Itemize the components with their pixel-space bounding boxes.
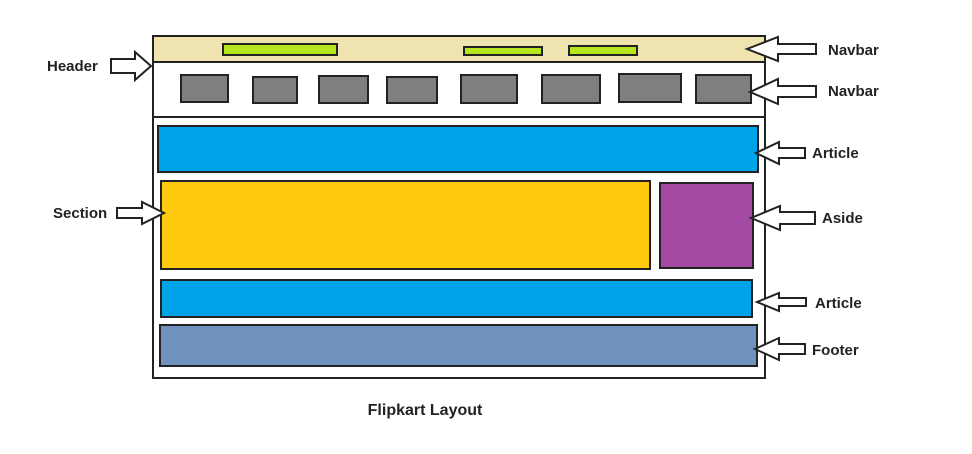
navbar-item [618, 73, 682, 103]
arrow-left-icon [747, 77, 817, 106]
navbar-top-item [463, 46, 543, 56]
navbar-item [695, 74, 752, 104]
navbar-divider [152, 116, 766, 118]
footer-block [159, 324, 758, 367]
navbar-item [318, 75, 369, 104]
label-header: Header [47, 58, 98, 75]
article-bottom-block [160, 279, 753, 318]
diagram-caption: Flipkart Layout [367, 402, 483, 419]
arrow-left-icon [744, 35, 817, 63]
label-footer: Footer [812, 342, 859, 359]
arrow-left-icon [752, 336, 806, 362]
arrow-right-icon [116, 200, 167, 226]
navbar-top-item [568, 45, 638, 56]
label-navbar-second: Navbar [828, 83, 879, 100]
navbar-item [386, 76, 438, 104]
label-section: Section [53, 205, 108, 222]
navbar-item [460, 74, 518, 104]
arrow-left-icon [748, 204, 816, 232]
label-article-top: Article [812, 145, 859, 162]
navbar-top-item [222, 43, 338, 56]
section-block [160, 180, 651, 270]
navbar-item [541, 74, 601, 104]
label-article-bottom: Article [815, 295, 862, 312]
arrow-left-icon [754, 291, 807, 313]
aside-block [659, 182, 754, 269]
article-top-block [157, 125, 759, 173]
navbar-item [252, 76, 298, 104]
arrow-right-icon [110, 49, 153, 83]
label-navbar-top: Navbar [828, 42, 879, 59]
navbar-item [180, 74, 229, 103]
label-aside: Aside [822, 210, 863, 227]
arrow-left-icon [753, 140, 806, 166]
